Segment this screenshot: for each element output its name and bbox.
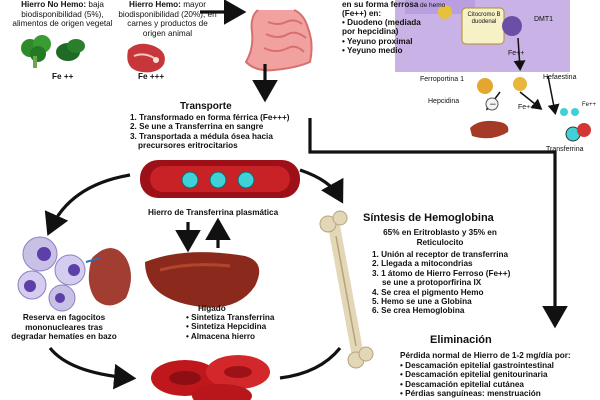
- blood-vessel: [140, 160, 300, 198]
- heme-tag: Fe +++: [138, 72, 165, 81]
- reserve-line: degradar hematíes en bazo: [11, 332, 117, 342]
- transferrin-label: Transferrina: [546, 146, 584, 153]
- hemo-label: de hemo: [420, 2, 446, 9]
- absorption-item: • Yeyuno proximal: [342, 36, 413, 46]
- cytochrome-label: Citocromo B duodenal: [467, 12, 501, 25]
- elimination-item: • Pérdias sanguíneas: menstruación: [400, 389, 541, 399]
- absorption-item: • Duodeno (mediada por hepcidina): [342, 18, 421, 37]
- reserve-line: mononucleares tras: [25, 322, 103, 332]
- flow-arrows: [44, 0, 568, 390]
- elimination-title: Eliminación: [430, 334, 492, 346]
- elimination-item: • Descamación epitelial cutánea: [400, 379, 524, 389]
- red-blood-cells: [151, 355, 270, 400]
- non-heme-iron-text: Hierro No Hemo: baja biodisponibilidad (…: [10, 0, 115, 29]
- synthesis-item: 6. Se crea Hemoglobina: [372, 306, 465, 316]
- non-heme-title: Hierro No Hemo:: [21, 0, 87, 9]
- elimination-sub: Pérdida normal de Hierro de 1-2 mg/día p…: [400, 351, 571, 360]
- meat-icon: [127, 43, 165, 73]
- phagocyte-cells: [17, 236, 131, 312]
- absorption-line1: en su forma ferrosa: [342, 0, 419, 9]
- reserve-line: Reserva en fagocitos: [22, 313, 106, 322]
- synthesis-item: se une a protoporfirina IX: [382, 278, 482, 288]
- heme-title: Hierro Hemo:: [129, 0, 181, 9]
- synthesis-item: 3. 1 átomo de Hierro Ferroso (Fe++): [372, 268, 511, 278]
- transport-list: 1. Transformado en forma férrica (Fe+++)…: [130, 113, 289, 151]
- elimination-item: • Descamación epitelial genitourinaria: [400, 370, 548, 380]
- liver-item: • Sintetiza Transferrina: [186, 313, 275, 322]
- fe-ppp-label: Fe+++: [518, 104, 539, 111]
- synthesis-list: 1. Unión al receptor de transferrina 2. …: [372, 250, 510, 316]
- hepcidina-label: Hepcidina: [428, 98, 460, 105]
- vessel-label: Hierro de Transferrina plasmática: [148, 208, 279, 217]
- transport-item: 2. Se une a Transferrina en sangre: [130, 122, 264, 132]
- hefaestina-label: Hefaestina: [543, 74, 577, 81]
- non-heme-desc: baja biodisponibilidad (5%), alimentos d…: [12, 0, 113, 29]
- synthesis-item: 5. Hemo se une a Globina: [372, 297, 472, 307]
- liver-icon: [145, 252, 260, 308]
- bone-icon: [319, 210, 374, 369]
- heme-iron-text: Hierro Hemo: mayor biodisponibilidad (20…: [115, 0, 220, 38]
- vegetables-icon: [21, 35, 85, 68]
- fe-pp2-label: Fe++: [582, 102, 597, 108]
- synthesis-sub: 65% en Eritroblasto y 35% en Reticulocit…: [383, 228, 497, 247]
- absorption-item: • Yeyuno medio: [342, 46, 403, 56]
- liver-title: Hígado: [198, 304, 226, 313]
- absorption-list: • Duodeno (mediada por hepcidina) • Yeyu…: [342, 18, 434, 56]
- elimination-item: • Descamación epitelial gastrointestinal: [400, 361, 554, 370]
- transport-item: 3. Transportada a médula ósea hacia: [130, 131, 273, 141]
- synthesis-item: 1. Unión al receptor de transferrina: [372, 250, 509, 259]
- transport-item: precursores eritrocitarios: [138, 141, 238, 151]
- elimination-list: • Descamación epitelial gastrointestinal…: [400, 361, 554, 399]
- enterocyte-diagram: −: [395, 0, 591, 142]
- synthesis-title: Síntesis de Hemoglobina: [363, 212, 494, 224]
- synthesis-item: 2. Llegada a mitocondrias: [372, 259, 473, 269]
- absorption-line2: (Fe++) en:: [342, 9, 382, 18]
- liver-list: • Sintetiza Transferrina • Sintetiza Hep…: [186, 313, 274, 341]
- synthesis-item: 4. Se crea el pigmento Hemo: [372, 287, 484, 297]
- dmt1-label: DMT1: [534, 16, 554, 23]
- non-heme-tag: Fe ++: [52, 72, 74, 81]
- reserve-text: Reserva en fagocitos mononucleares tras …: [4, 313, 124, 342]
- fe-pp-label: Fe++: [508, 50, 525, 57]
- intestine-icon: [244, 9, 313, 72]
- svg-text:−: −: [489, 100, 497, 110]
- heme-desc: mayor biodisponibilidad (20%), en carnes…: [118, 0, 217, 38]
- transport-item: 1. Transformado en forma férrica (Fe+++): [130, 113, 290, 122]
- ferroportin-label: Ferroportina 1: [420, 76, 464, 83]
- transport-title: Transporte: [180, 101, 232, 112]
- liver-item: • Sintetiza Hepcidina: [186, 322, 267, 332]
- liver-item: • Almacena hierro: [186, 331, 256, 341]
